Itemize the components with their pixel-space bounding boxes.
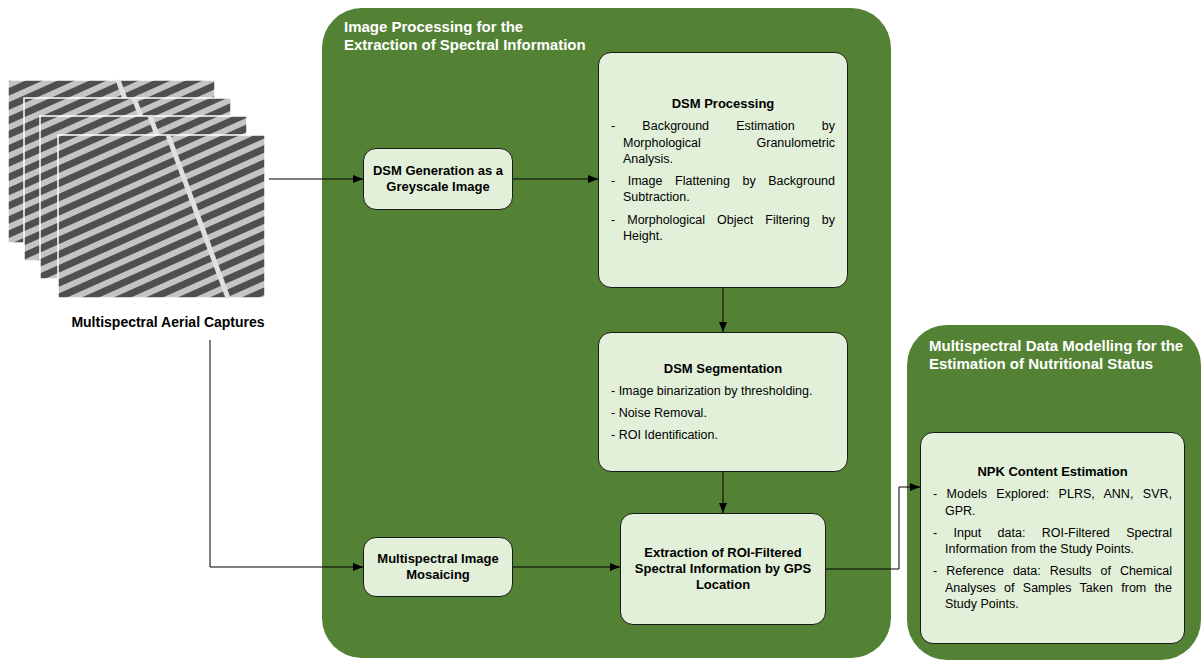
group-panel: Multispectral Data Modelling for the Est… [907,325,1201,660]
bullet-item: - Morphological Object Filtering by Heig… [611,212,835,245]
group-panel: Image Processing for the Extraction of S… [322,8,891,658]
process-box: DSM Generation as a Greyscale Image [363,148,513,210]
box-content: Extraction of ROI-Filtered Spectral Info… [631,545,815,594]
aerial-image [58,135,265,298]
box-heading: DSM Segmentation [611,361,835,377]
box-content: DSM Segmentation - Image binarization by … [611,361,835,444]
process-box: NPK Content Estimation - Models Explored:… [920,432,1185,644]
bullet-item: - Noise Removal. [611,405,835,421]
box-heading: Multispectral Image Mosaicing [371,551,505,584]
box-content: Multispectral Image Mosaicing [371,551,505,584]
process-box: Extraction of ROI-Filtered Spectral Info… [620,513,826,625]
box-heading: DSM Generation as a Greyscale Image [371,163,505,196]
image-layer [58,135,265,298]
panel-title: Multispectral Data Modelling for the Est… [929,337,1191,373]
process-box: DSM Processing - Background Estimation by… [598,52,848,288]
box-heading: DSM Processing [611,96,835,112]
bullet-item: - ROI Identification. [611,427,835,443]
box-content: DSM Processing - Background Estimation by… [611,96,835,244]
box-heading: Extraction of ROI-Filtered Spectral Info… [631,545,815,594]
bullet-item: - Image Flattening by Background Subtrac… [611,173,835,206]
bullet-item: - Reference data: Results of Chemical An… [933,563,1172,612]
box-content: DSM Generation as a Greyscale Image [371,163,505,196]
box-heading: NPK Content Estimation [933,464,1172,480]
bullet-item: - Image binarization by thresholding. [611,383,835,399]
process-box: DSM Segmentation - Image binarization by … [598,332,848,472]
box-content: NPK Content Estimation - Models Explored:… [933,464,1172,612]
process-box: Multispectral Image Mosaicing [363,537,513,597]
bullet-item: - Input data: ROI-Filtered Spectral Info… [933,525,1172,558]
panel-title: Image Processing for the Extraction of S… [344,18,589,54]
bullet-item: - Models Explored: PLRS, ANN, SVR, GPR. [933,486,1172,519]
bullet-item: - Background Estimation by Morphological… [611,118,835,167]
image-caption: Multispectral Aerial Captures [48,314,288,331]
image-stack-node: Multispectral Aerial Captures [8,78,266,340]
field-track [168,135,228,298]
